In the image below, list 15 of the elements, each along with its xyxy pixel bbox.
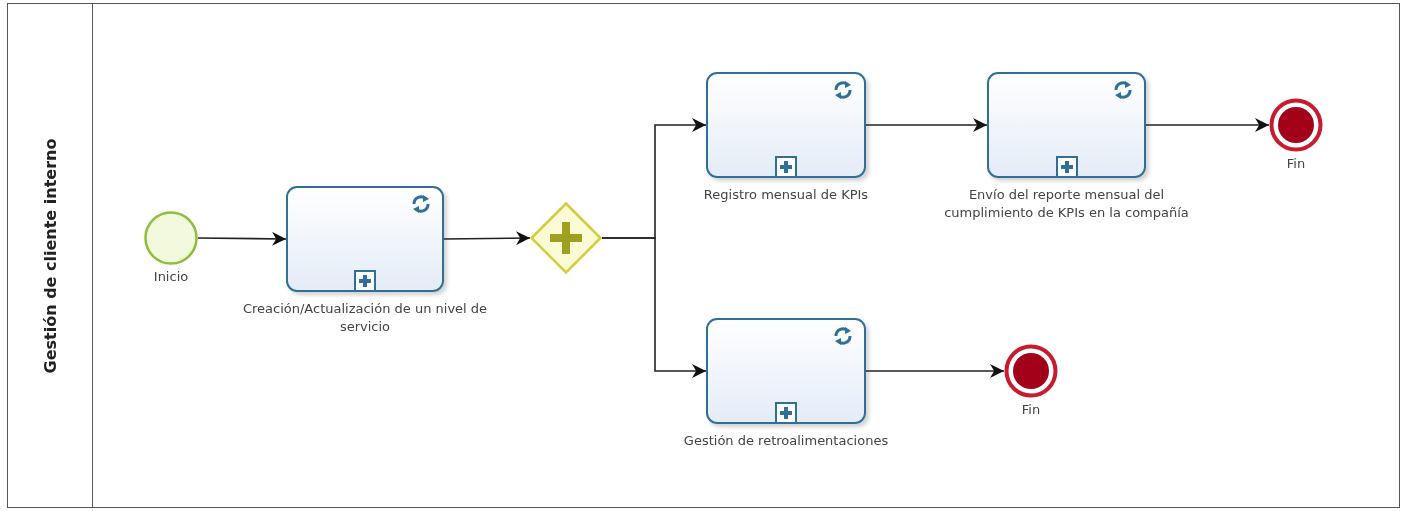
sequence-flow-arrow <box>197 231 287 246</box>
task-label: Envío del reporte mensual del cumplimiento de KPIs en la compañía <box>943 186 1190 222</box>
sequence-flow-arrow <box>865 118 988 132</box>
pool <box>7 3 1400 508</box>
task-label: Gestión de retroalimentaciones <box>682 432 890 450</box>
sequence-flow-arrow <box>865 364 1005 378</box>
sequence-flow-arrow <box>601 237 707 378</box>
event-label: Fin <box>1020 401 1042 419</box>
pool-title: Gestión de cliente interno <box>40 138 60 373</box>
task-label: Creación/Actualización de un nivel de servicio <box>241 300 489 336</box>
task-label: Registro mensual de KPIs <box>702 186 870 204</box>
sequence-flow-arrow <box>1145 118 1270 132</box>
sequence-flow-arrow <box>443 231 531 246</box>
event-label: Inicio <box>152 268 190 286</box>
event-label: Fin <box>1285 155 1307 173</box>
